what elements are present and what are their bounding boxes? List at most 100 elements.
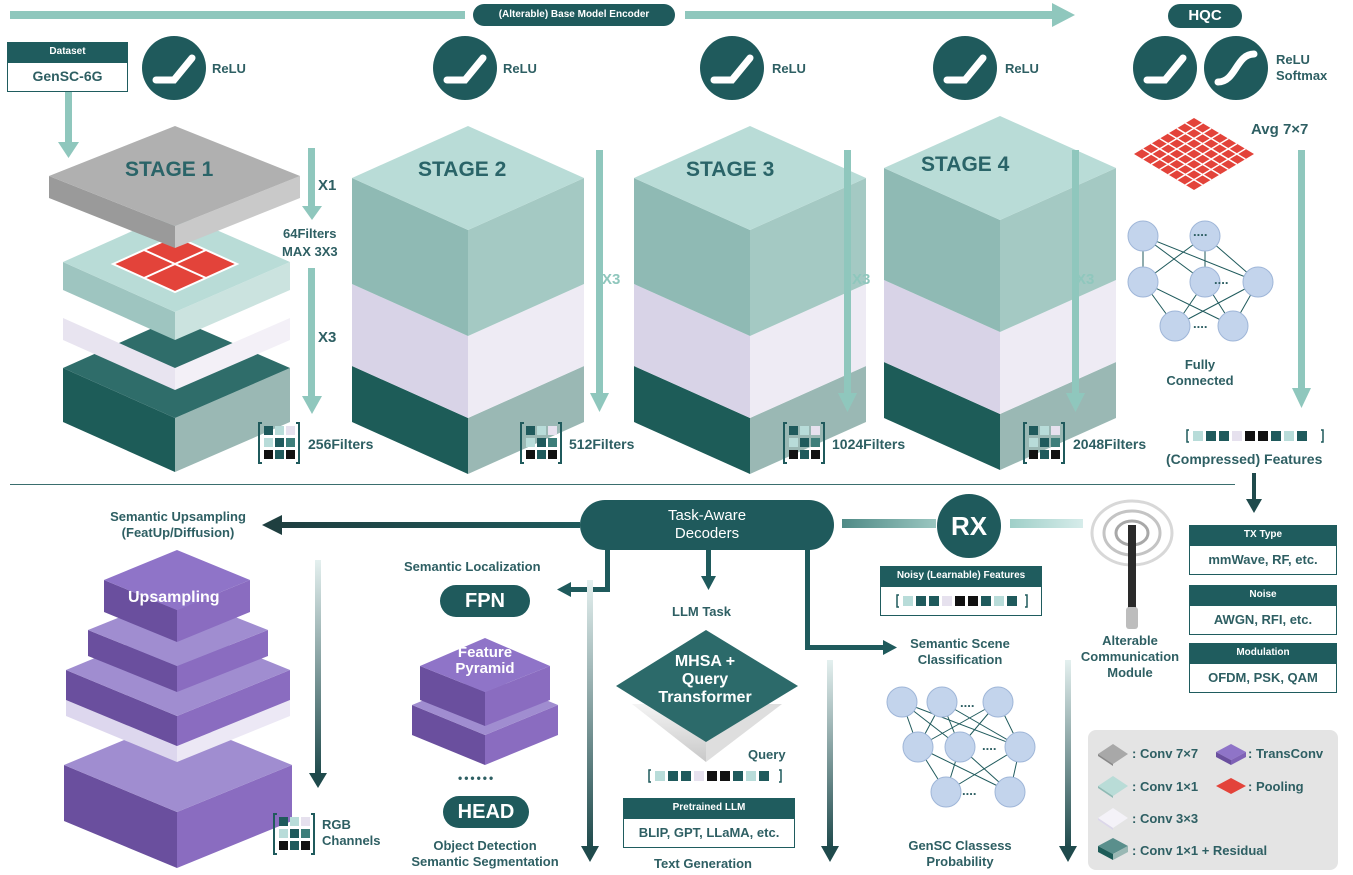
fc-dots: .... (1193, 316, 1208, 331)
rx-to-antenna-link (1010, 519, 1083, 528)
down-arrow (309, 560, 327, 788)
tx-type-value: mmWave, RF, etc. (1189, 545, 1337, 575)
llm-task-title: LLM Task (672, 604, 731, 619)
relu-label: ReLU (503, 61, 537, 76)
stage3-title: STAGE 3 (686, 158, 775, 181)
stage2-block (352, 126, 584, 474)
dataset-arrow (58, 92, 79, 158)
class-dots: .... (960, 695, 975, 710)
max-label: MAX 3X3 (282, 244, 338, 259)
feature-pyramid-block (412, 638, 558, 765)
avg-pool-grid (1134, 118, 1254, 190)
rx-to-decoder-link (842, 519, 936, 528)
rgb-matrix-icon (273, 813, 315, 855)
section-divider (10, 484, 1235, 485)
fc-dots: .... (1214, 272, 1229, 287)
classification-network (886, 686, 1036, 808)
down-arrow (581, 580, 599, 862)
relu-icon (933, 36, 997, 100)
upsampling-arrow (262, 515, 580, 535)
legend: : Conv 7×7 : TransConv : Conv 1×1 : Pool… (1088, 730, 1338, 870)
query-label: Query (748, 747, 786, 762)
relu-label: ReLU (1005, 61, 1039, 76)
compressed-features-label: (Compressed) Features (1166, 451, 1323, 467)
filter-matrix-icon (520, 422, 562, 464)
encoder-label: (Alterable) Base Model Encoder (473, 4, 675, 26)
x3-label: X3 (852, 271, 871, 288)
query-vector-icon (648, 769, 782, 783)
stage3-filters: 1024Filters (832, 436, 906, 452)
stage3-arrow (838, 150, 857, 412)
filter-matrix-icon (783, 422, 825, 464)
x3-label: X3 (318, 329, 337, 346)
stage1-arrow (302, 148, 322, 414)
upsampling-block (64, 550, 292, 868)
mhsa-block (616, 630, 798, 762)
relu-label: ReLU (212, 61, 246, 76)
stage4-arrow (1066, 150, 1085, 412)
hqc-badge: HQC (1168, 4, 1242, 28)
stage2-arrow (590, 150, 609, 412)
x3-label: X3 (1076, 271, 1095, 288)
stage2-title: STAGE 2 (418, 158, 507, 181)
transconv-swatch-icon (1216, 744, 1246, 765)
x3-label: X3 (602, 271, 621, 288)
modulation-value: OFDM, PSK, QAM (1189, 663, 1337, 693)
legend-conv3: : Conv 3×3 (1132, 811, 1199, 826)
class-dots: .... (982, 738, 997, 753)
conv1res-swatch-icon (1098, 838, 1128, 860)
legend-pooling: : Pooling (1248, 779, 1304, 794)
pyramid-dots: •••••• (458, 771, 496, 785)
stage1-filters: 256Filters (308, 436, 374, 452)
modulation-header: Modulation (1189, 643, 1337, 663)
antenna-icon (1090, 499, 1174, 629)
relu-icon (433, 36, 497, 100)
head-badge: HEAD (443, 796, 529, 828)
stage4-block (884, 116, 1116, 470)
filters64-label: 64Filters (283, 226, 337, 241)
relu-label: ReLU (772, 61, 806, 76)
text-generation-label: Text Generation (654, 856, 753, 871)
x1-label: X1 (318, 177, 337, 194)
stage1-title: STAGE 1 (125, 158, 214, 181)
rx-node: RX (937, 494, 1001, 558)
conv1-swatch-icon (1098, 776, 1128, 798)
legend-conv7: : Conv 7×7 (1132, 746, 1199, 761)
filter-matrix-icon (1023, 422, 1065, 464)
dataset-value: GenSC-6G (7, 62, 128, 92)
legend-conv1res: : Conv 1×1 + Residual (1132, 843, 1268, 858)
legend-conv1: : Conv 1×1 (1132, 779, 1199, 794)
pretrained-llm-value: BLIP, GPT, LLaMA, etc. (623, 818, 795, 848)
tx-type-header: TX Type (1189, 525, 1337, 545)
filter-matrix-icon (258, 422, 300, 464)
tx-arrow (1246, 473, 1262, 513)
fully-connected-network (1127, 220, 1274, 342)
hqc-arrow (1292, 150, 1311, 408)
fpn-badge: FPN (440, 585, 530, 617)
encoder-arrow (10, 3, 1075, 27)
stage1-block (49, 126, 300, 472)
conv3-swatch-icon (1098, 808, 1128, 830)
stage4-filters: 2048Filters (1073, 436, 1147, 452)
upsampling-block-label: Upsampling (128, 589, 220, 606)
pretrained-llm-header: Pretrained LLM (623, 798, 795, 818)
down-arrow (821, 660, 839, 862)
noisy-features-header: Noisy (Learnable) Features (880, 566, 1042, 586)
relu-icon (700, 36, 764, 100)
noisy-features-body (880, 586, 1042, 616)
stage4-title: STAGE 4 (921, 153, 1010, 176)
down-arrow (1059, 660, 1077, 862)
softmax-icon (1204, 36, 1268, 100)
noise-value: AWGN, RFI, etc. (1189, 605, 1337, 635)
relu-icon (1133, 36, 1197, 100)
avg-label: Avg 7×7 (1251, 121, 1309, 138)
